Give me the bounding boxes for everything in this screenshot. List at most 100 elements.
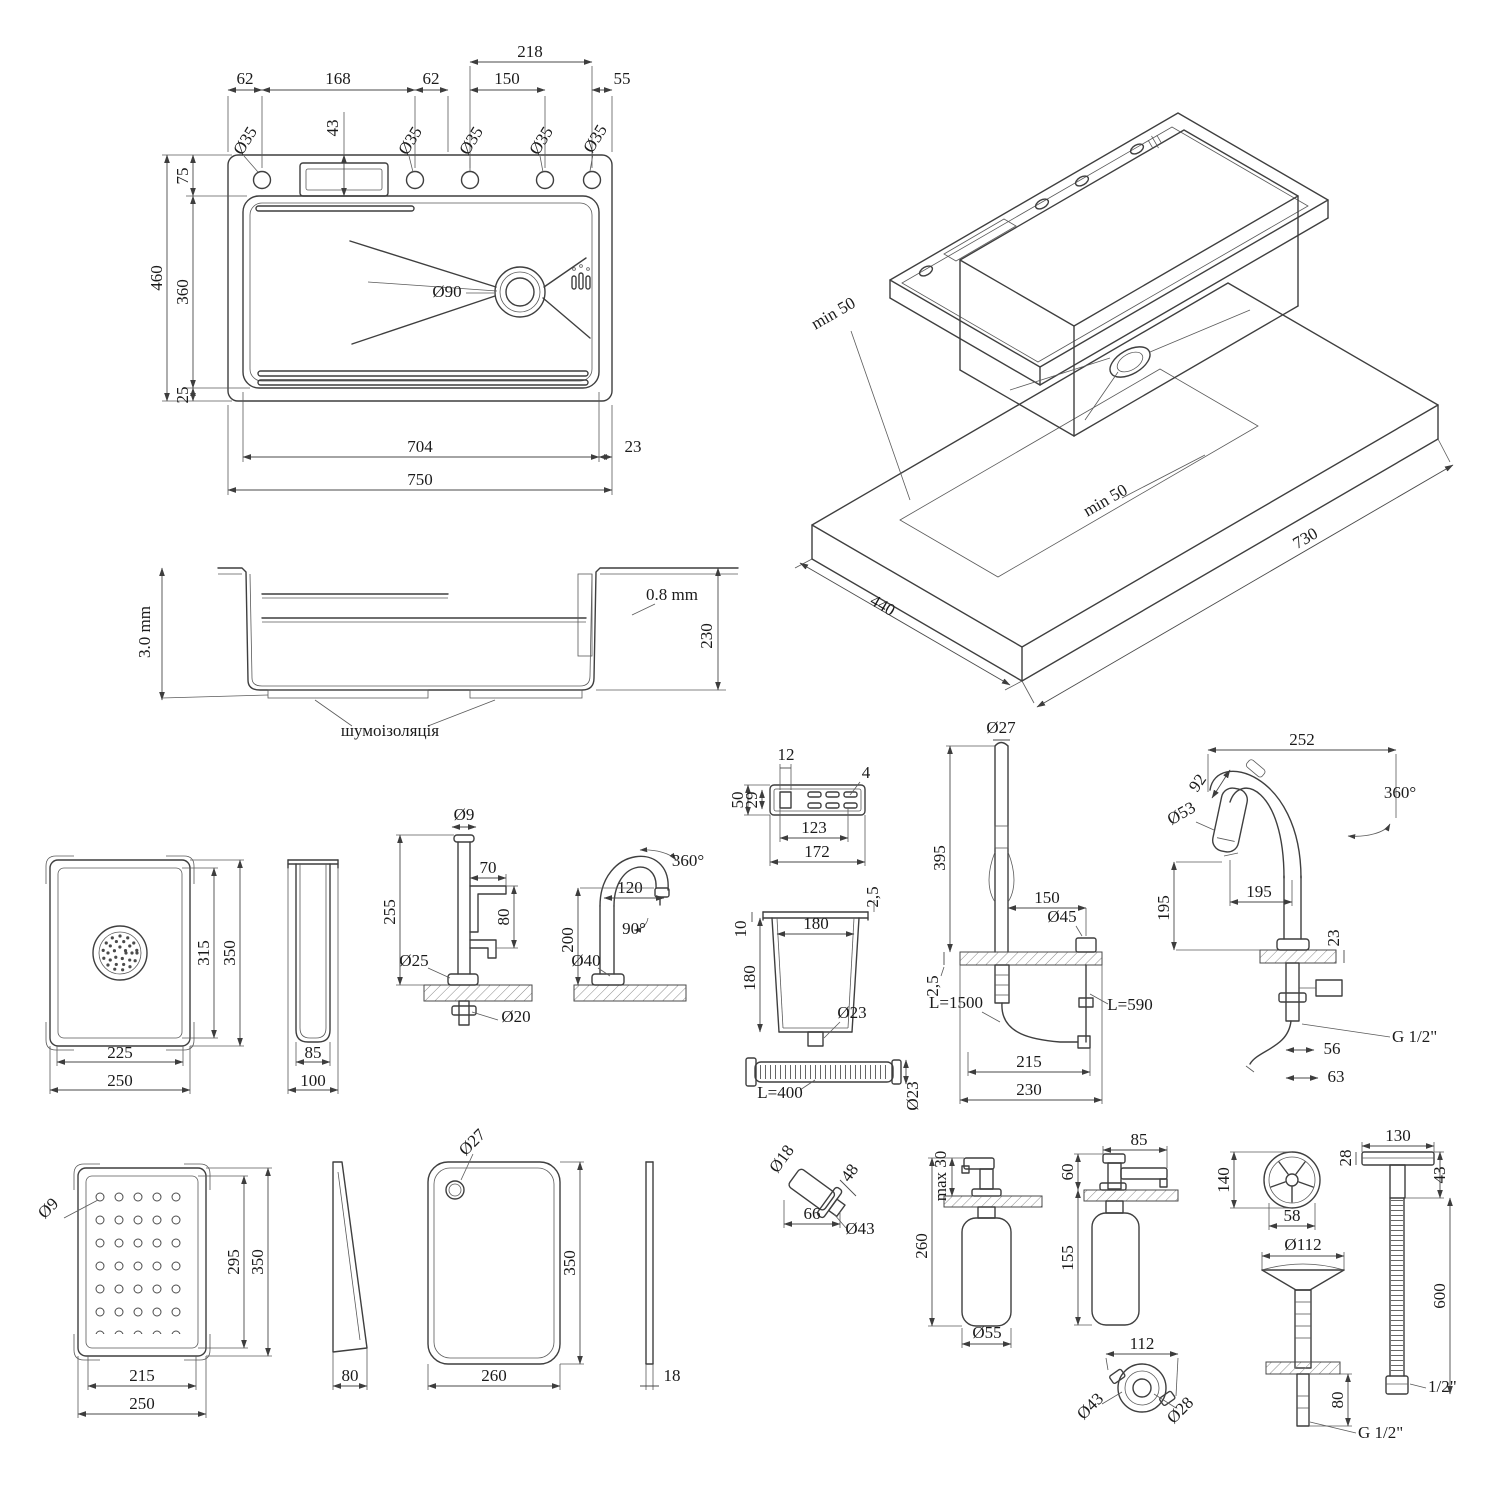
gooseneck-dimensions: 360° 120 90° 200 Ø40 bbox=[558, 847, 704, 986]
counter-section bbox=[943, 1195, 1043, 1208]
dim-23-pullout: 23 bbox=[1324, 930, 1343, 947]
faucet-hole-5 bbox=[582, 170, 602, 190]
insulation-pad-2 bbox=[469, 689, 583, 699]
dim-dia90: Ø90 bbox=[432, 282, 461, 301]
faucet-hole-2 bbox=[405, 170, 425, 190]
sink-top-view: 218 62 168 62 150 55 Ø35 Ø35 Ø35 Ø35 Ø35… bbox=[147, 42, 642, 495]
insulation-pad-1 bbox=[267, 689, 429, 699]
counter-section bbox=[959, 951, 1103, 966]
dim-460: 460 bbox=[147, 265, 166, 291]
dim-dia43-elbow: Ø43 bbox=[845, 1219, 874, 1238]
dim-155: 155 bbox=[1058, 1245, 1077, 1271]
dim-dia35-4: Ø35 bbox=[525, 123, 557, 158]
dispenser-1-dimensions: max 30 260 Ø55 bbox=[912, 1151, 1012, 1348]
small-tray-view: 12 4 50 29 123 172 bbox=[728, 745, 871, 866]
dim-112: 112 bbox=[1130, 1334, 1155, 1353]
perforation-field bbox=[94, 1190, 190, 1334]
dim-pad-3-0: 3.0 mm bbox=[135, 606, 154, 658]
waterfall-icon-iso bbox=[1147, 134, 1163, 150]
dim-350-tray: 350 bbox=[248, 1249, 267, 1275]
bottom-slot-2 bbox=[257, 379, 589, 386]
section-dimensions: 0.8 mm 230 3.0 mm шумоізоляція bbox=[135, 567, 726, 740]
dim-dia9: Ø9 bbox=[454, 805, 475, 824]
dim-4: 4 bbox=[862, 763, 871, 782]
dim-180h: 180 bbox=[740, 965, 759, 991]
strainer-circle bbox=[92, 925, 148, 981]
dim-180w: 180 bbox=[803, 914, 829, 933]
dim-L590: L=590 bbox=[1107, 995, 1152, 1014]
cup-dimensions: 10 2,5 180 180 Ø23 bbox=[731, 886, 882, 1039]
hose-400-view: L=400 Ø23 bbox=[745, 1057, 922, 1111]
dim-10: 10 bbox=[731, 921, 750, 938]
check-valve bbox=[1315, 979, 1343, 997]
dim-dia18: Ø18 bbox=[765, 1141, 798, 1176]
dispenser-2-view: 85 60 155 bbox=[1058, 1130, 1179, 1326]
dim-80: 80 bbox=[1328, 1392, 1347, 1409]
dim-dia43-flange: Ø43 bbox=[1073, 1389, 1107, 1423]
dim-250-tray: 250 bbox=[129, 1394, 155, 1413]
cup-view: 10 2,5 180 180 Ø23 bbox=[731, 886, 882, 1047]
dim-360: 360 bbox=[173, 279, 192, 305]
pullout-tap-view: 252 92 Ø53 360° 195 195 23 56 63 G 1/2" bbox=[1154, 730, 1437, 1086]
dim-172: 172 bbox=[804, 842, 830, 861]
dim-L400: L=400 bbox=[757, 1083, 802, 1102]
dim-18: 18 bbox=[664, 1366, 681, 1385]
dim-100: 100 bbox=[300, 1071, 326, 1090]
bowl-opening-iso bbox=[959, 129, 1299, 327]
wedge-view: 80 bbox=[332, 1161, 368, 1390]
dim-750: 750 bbox=[407, 470, 433, 489]
dim-140: 140 bbox=[1214, 1167, 1233, 1193]
dim-730: 730 bbox=[1289, 524, 1321, 553]
dim-90deg: 90° bbox=[622, 919, 646, 938]
cold-tap-dimensions: Ø9 255 70 80 Ø25 Ø20 bbox=[380, 805, 531, 1026]
dim-360-pullout: 360° bbox=[1384, 783, 1416, 802]
sensor-window bbox=[994, 825, 1009, 849]
second-hole-fitting bbox=[1075, 937, 1097, 953]
bottom-slot-1 bbox=[257, 370, 589, 377]
dim-123: 123 bbox=[801, 818, 827, 837]
waterfall-housing-section bbox=[577, 573, 593, 657]
deck-window-iso bbox=[943, 218, 1017, 262]
label-insulation: шумоізоляція bbox=[341, 721, 439, 740]
spray-lever bbox=[1245, 759, 1266, 778]
sensor-tap-view: Ø27 395 150 Ø45 2,5 L=1500 L=590 215 230 bbox=[923, 718, 1153, 1104]
dim-62a: 62 bbox=[237, 69, 254, 88]
dim-43: 43 bbox=[323, 120, 342, 137]
top-slot bbox=[255, 205, 415, 212]
dim-2-5-sensor: 2,5 bbox=[923, 975, 942, 996]
countertop-cutout bbox=[899, 368, 1259, 578]
dim-56: 56 bbox=[1324, 1039, 1341, 1058]
dim-12: 12 bbox=[778, 745, 795, 764]
dim-dia25: Ø25 bbox=[399, 951, 428, 970]
dim-150-sensor: 150 bbox=[1034, 888, 1060, 907]
sink-iso-view: min 50 min 50 440 730 bbox=[794, 112, 1454, 708]
dim-dia9-tray: Ø9 bbox=[34, 1194, 62, 1222]
overflow-dimensions: 140 58 130 28 43 600 Ø112 80 1/2" G 1/2" bbox=[1214, 1126, 1457, 1442]
drain-hole bbox=[494, 266, 546, 318]
dim-92: 92 bbox=[1185, 770, 1210, 795]
dim-70: 70 bbox=[480, 858, 497, 877]
dim-200: 200 bbox=[558, 927, 577, 953]
dim-43: 43 bbox=[1430, 1167, 1449, 1184]
dim-23: 23 bbox=[625, 437, 642, 456]
dim-48: 48 bbox=[837, 1160, 862, 1185]
dim-dia28: Ø28 bbox=[1163, 1393, 1197, 1427]
counter-section bbox=[1265, 1361, 1341, 1375]
dim-min50-1: min 50 bbox=[808, 293, 859, 333]
dispenser-1-view: max 30 260 Ø55 bbox=[912, 1151, 1043, 1348]
dim-dia35-3: Ø35 bbox=[455, 123, 487, 158]
drain-flange-dimensions: 112 Ø43 Ø28 bbox=[1073, 1334, 1197, 1427]
dim-63: 63 bbox=[1328, 1067, 1345, 1086]
pullout-dimensions: 252 92 Ø53 360° 195 195 23 56 63 G 1/2" bbox=[1154, 730, 1437, 1086]
dim-215: 215 bbox=[1016, 1052, 1042, 1071]
top-view-dimensions: 218 62 168 62 150 55 Ø35 Ø35 Ø35 Ø35 Ø35… bbox=[147, 42, 642, 495]
dim-dia27: Ø27 bbox=[986, 718, 1016, 737]
dim-150: 150 bbox=[494, 69, 520, 88]
hose-400-dimensions: L=400 Ø23 bbox=[757, 1059, 922, 1111]
elbow-dimensions: Ø18 48 66 Ø43 bbox=[765, 1141, 874, 1238]
sensor-tap-dimensions: Ø27 395 150 Ø45 2,5 L=1500 L=590 215 230 bbox=[923, 718, 1153, 1104]
dim-28: 28 bbox=[1336, 1150, 1355, 1167]
elbow-fitting-view: Ø18 48 66 Ø43 bbox=[765, 1141, 874, 1238]
dim-230-sensor: 230 bbox=[1016, 1080, 1042, 1099]
